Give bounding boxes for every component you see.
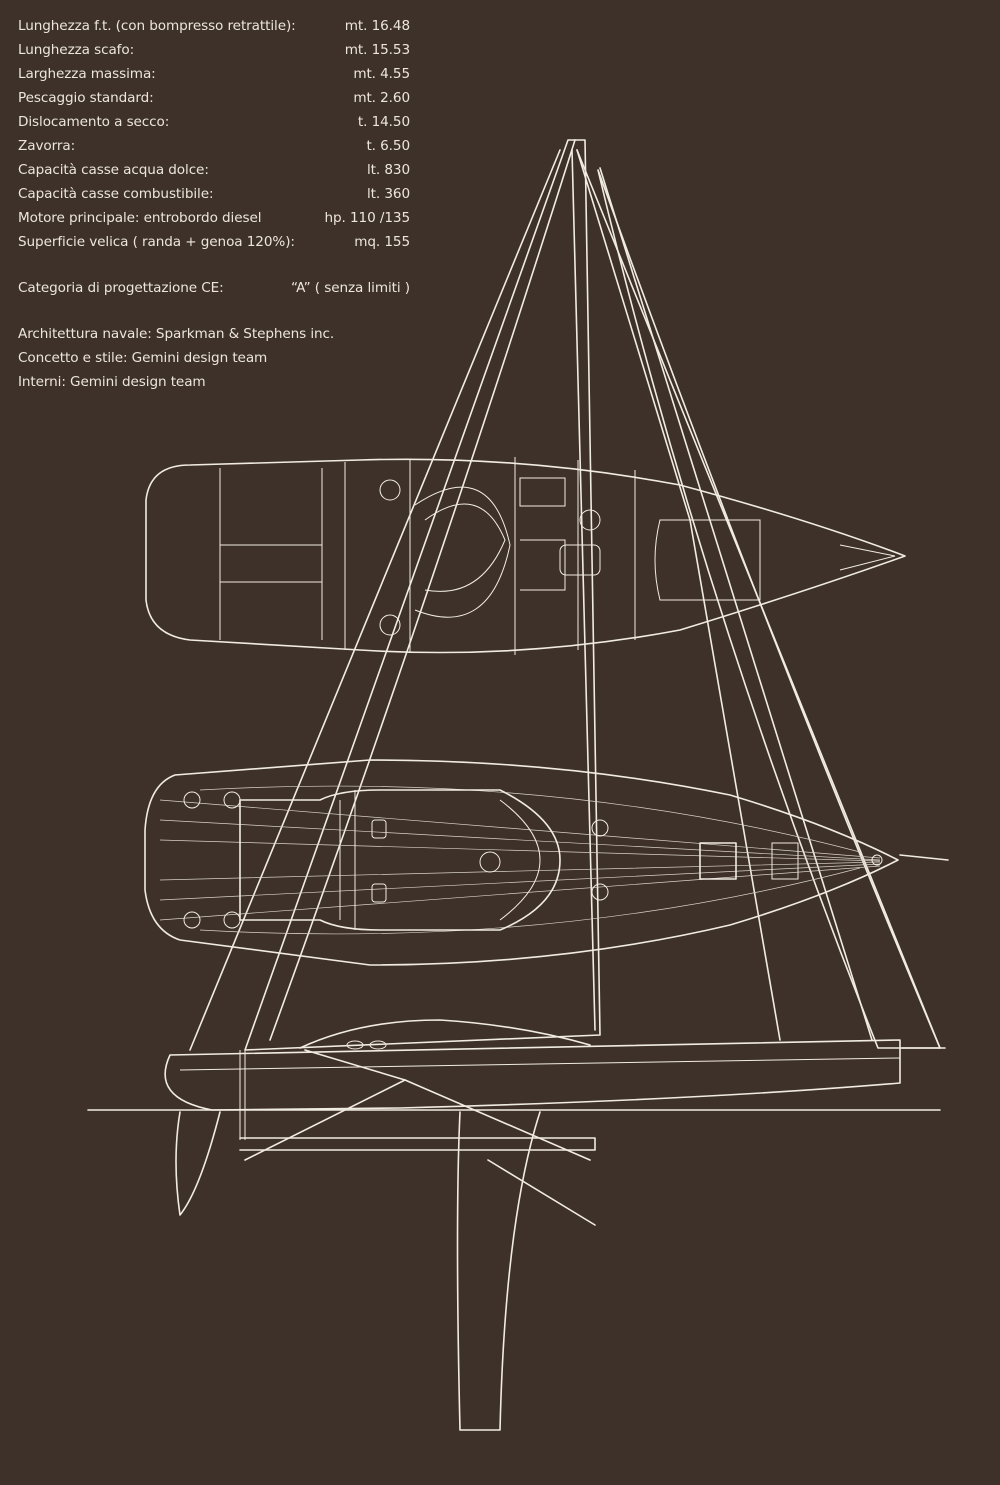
deck-hull-outline (144, 759, 899, 966)
credit-concept-style: Concetto e stile: Gemini design team (18, 350, 268, 366)
cockpit-outline (239, 789, 561, 931)
spec-value: t. 6.50 (366, 138, 410, 154)
design-credits: Architettura navale: Sparkman & Stephens… (18, 322, 410, 394)
boom (239, 1137, 596, 1151)
genoa-sail (597, 169, 941, 1049)
spec-value: lt. 360 (367, 186, 410, 202)
mainsail-inner (571, 149, 596, 1031)
spec-label: Dislocamento a secco: (18, 114, 170, 130)
spec-row-water: Capacità casse acqua dolce: lt. 830 (18, 158, 410, 182)
spec-row-beam: Larghezza massima: mt. 4.55 (18, 62, 410, 86)
genoa-luff (599, 167, 873, 1041)
spec-row-displacement: Dislocamento a secco: t. 14.50 (18, 110, 410, 134)
spec-value: hp. 110 /135 (324, 210, 411, 226)
spec-value: mt. 15.53 (344, 42, 410, 58)
spec-row-ce-category: Categoria di progettazione CE: “A” ( senz… (18, 276, 410, 300)
spec-label: Categoria di progettazione CE: (18, 280, 224, 296)
spec-row-sail-area: Superficie velica ( randa + genoa 120%):… (18, 230, 410, 254)
spec-value: lt. 830 (367, 162, 410, 178)
spec-row-fuel: Capacità casse combustibile: lt. 360 (18, 182, 410, 206)
keel (456, 1111, 541, 1431)
spec-value: “A” ( senza limiti ) (290, 280, 410, 296)
spinnaker-sheet-3 (304, 1049, 406, 1081)
interior-hull-outline (145, 458, 906, 654)
spec-value: mq. 155 (354, 234, 410, 250)
side-profile (87, 1019, 946, 1431)
spec-value: mt. 16.48 (344, 18, 410, 34)
spec-label: Lunghezza f.t. (con bompresso retrattile… (18, 18, 296, 34)
interior-plan (145, 457, 906, 655)
spinnaker-sheet (244, 1079, 406, 1161)
spec-row-ballast: Zavorra: t. 6.50 (18, 134, 410, 158)
spec-label: Capacità casse acqua dolce: (18, 162, 209, 178)
credit-interiors: Interni: Gemini design team (18, 374, 206, 390)
spec-value: t. 14.50 (357, 114, 410, 130)
spec-label: Superficie velica ( randa + genoa 120%): (18, 234, 295, 250)
spec-row-hull-length: Lunghezza scafo: mt. 15.53 (18, 38, 410, 62)
spec-value: mt. 2.60 (353, 90, 410, 106)
spec-label: Pescaggio standard: (18, 90, 154, 106)
spec-label: Motore principale: entrobordo diesel (18, 210, 262, 226)
bowsprit (899, 854, 949, 861)
backstay (189, 149, 561, 1051)
spec-label: Zavorra: (18, 138, 76, 154)
vang (487, 1159, 596, 1226)
spec-row-engine: Motore principale: entrobordo diesel hp. … (18, 206, 410, 230)
spec-value: mt. 4.55 (353, 66, 410, 82)
leech-line (269, 139, 576, 1041)
spec-label: Lunghezza scafo: (18, 42, 135, 58)
forestay (576, 149, 941, 1049)
spec-label: Larghezza massima: (18, 66, 156, 82)
spec-sheet: Lunghezza f.t. (con bompresso retrattile… (18, 14, 410, 394)
cabin-top (299, 1019, 591, 1049)
spec-row-loa: Lunghezza f.t. (con bompresso retrattile… (18, 14, 410, 38)
mainsail (244, 139, 601, 1051)
profile-hull (164, 1039, 901, 1111)
spec-label: Capacità casse combustibile: (18, 186, 214, 202)
spec-row-draft: Pescaggio standard: mt. 2.60 (18, 86, 410, 110)
rudder (175, 1111, 221, 1216)
credit-naval-architecture: Architettura navale: Sparkman & Stephens… (18, 326, 335, 342)
deck-plan (144, 759, 949, 966)
spinnaker-sheet-2 (404, 1079, 591, 1161)
